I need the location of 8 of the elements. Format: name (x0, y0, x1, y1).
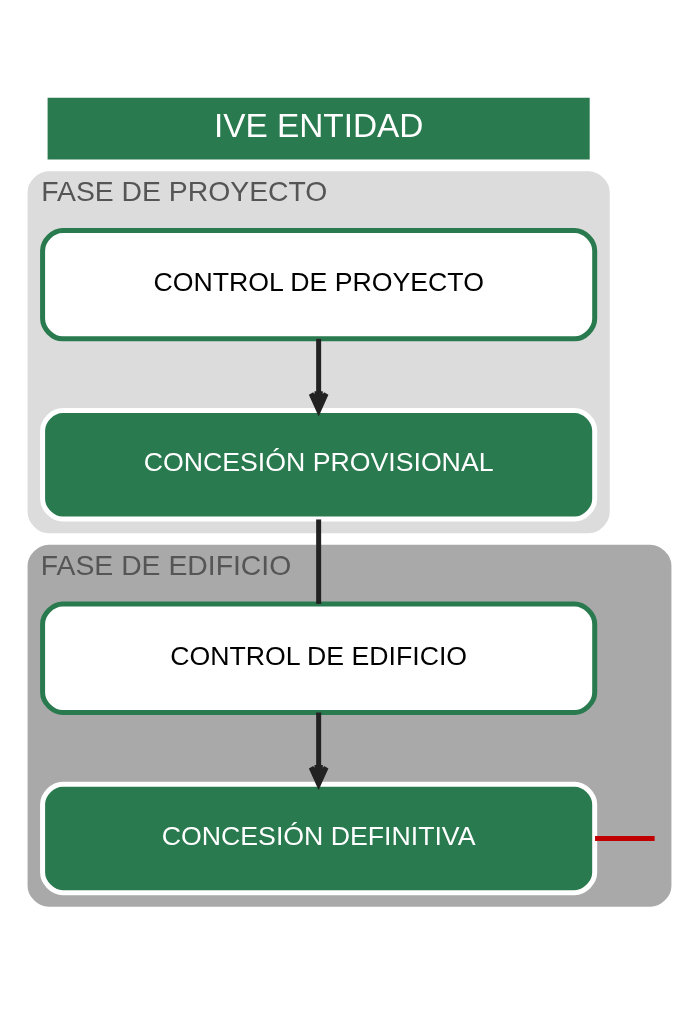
node-box: CONCESIÓN DEFINITIVA (40, 781, 598, 895)
node-box: CONCESIÓN PROVISIONAL (40, 407, 598, 521)
connector (595, 835, 655, 841)
node-box: CONTROL DE PROYECTO (40, 227, 598, 341)
arrow (308, 712, 329, 787)
connector (316, 518, 322, 604)
node-box: IVE ENTIDAD (47, 97, 590, 160)
node-box: CONTROL DE EDIFICIO (40, 601, 598, 715)
